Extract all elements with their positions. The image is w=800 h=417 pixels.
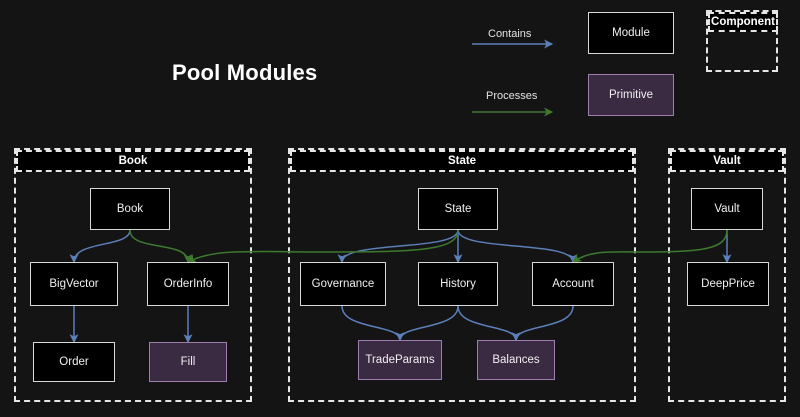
node-order[interactable]: Order (33, 342, 115, 382)
container-vault (668, 148, 786, 402)
node-deepprice[interactable]: DeepPrice (687, 262, 769, 306)
node-governance[interactable]: Governance (300, 262, 386, 306)
container-state-header: State (290, 150, 634, 172)
node-state[interactable]: State (418, 188, 498, 230)
node-book[interactable]: Book (90, 188, 170, 230)
container-state (288, 148, 636, 402)
node-bigvector[interactable]: BigVector (30, 262, 118, 306)
node-account[interactable]: Account (532, 262, 614, 306)
legend-primitive-box: Primitive (588, 74, 674, 116)
legend-component-header: Component (708, 12, 778, 32)
node-orderinfo[interactable]: OrderInfo (147, 262, 229, 306)
legend-component-box (706, 10, 778, 72)
page-title: Pool Modules (172, 60, 318, 85)
node-balances[interactable]: Balances (477, 340, 555, 380)
node-vault[interactable]: Vault (691, 188, 763, 230)
legend-processes-label: Processes (486, 90, 538, 102)
container-vault-header: Vault (670, 150, 784, 172)
container-book-header: Book (16, 150, 250, 172)
node-tradeparams[interactable]: TradeParams (358, 340, 442, 380)
legend-module-box: Module (588, 12, 674, 54)
container-book (14, 148, 252, 402)
node-fill[interactable]: Fill (149, 342, 227, 382)
legend-contains-label: Contains (488, 28, 532, 40)
node-history[interactable]: History (418, 262, 498, 306)
